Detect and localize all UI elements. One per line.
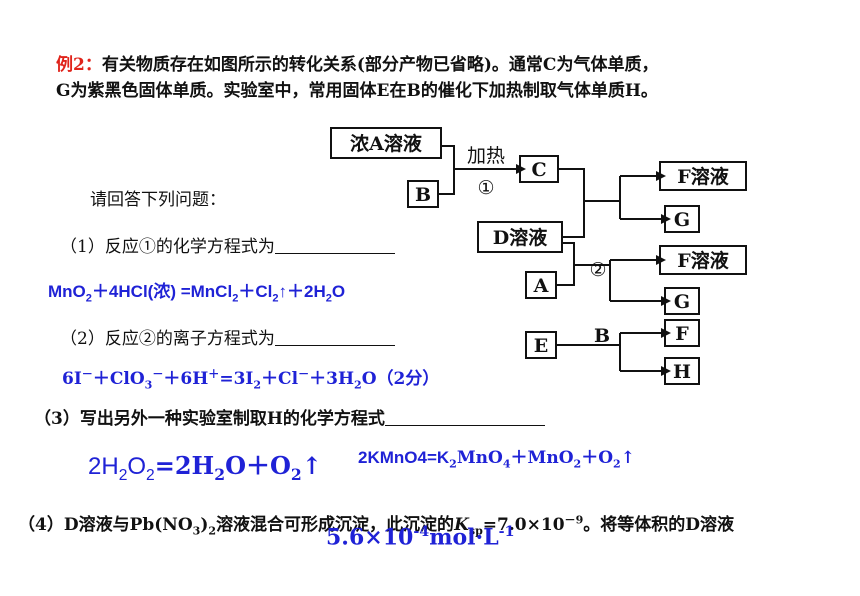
intro-line-2: G为紫黑色固体单质。实验室中，常用固体E在B的催化下加热制取气体单质H。 [56,81,658,101]
question-3: （3）写出另外一种实验室制取H的化学方程式 [34,404,545,429]
example-label: 例2： [56,55,102,75]
label-g-2: G [674,291,690,313]
label-h: H [673,361,691,383]
label-catalyst-b: B [594,325,610,347]
reaction-diagram: 浓A溶液 B 加热 ① C F溶液 G D溶液 ② F溶液 A G E B F … [330,127,747,385]
question-3-text: （3）写出另外一种实验室制取H的化学方程式 [34,409,385,429]
label-f: F [675,323,689,345]
answer-3a: 2H2O2=2H2O＋O2↑ [88,451,322,484]
label-g-1: G [674,209,690,231]
intro-line-1: 例2：有关物质存在如图所示的转化关系(部分产物已省略)。通常C为气体单质， [56,50,658,80]
prompt-text: 请回答下列问题： [90,190,226,210]
label-b: B [415,184,431,206]
answer-1: MnO2＋4HCl(浓) =MnCl2＋Cl2↑＋2H2O [48,282,346,305]
question-1-text: （1）反应①的化学方程式为 [60,237,275,257]
answer-blank-2 [274,327,395,346]
label-a: A [533,275,549,297]
question-2: （2）反应②的离子方程式为 [60,324,395,349]
label-f-solution-1: F溶液 [677,165,729,188]
question-1: （1）反应①的化学方程式为 [60,232,395,257]
answer-3b: 2KMnO4=K2MnO4＋MnO2＋O2↑ [358,448,635,471]
label-f-solution-2: F溶液 [677,249,729,272]
label-c: C [531,159,546,181]
label-circle-1: ① [477,177,494,199]
question-4: （4）D溶液与Pb(NO3)2溶液混合可形成沉淀，此沉淀的Ksp=7.0×10－… [18,513,735,538]
answer-2: 6I－＋ClO3－＋6H＋=3I2＋Cl－＋3H2O（2分） [62,367,440,392]
label-circle-2: ② [589,259,606,281]
answer-4: 5.6×10-4mol·L-1 [326,524,515,551]
question-2-text: （2）反应②的离子方程式为 [60,329,275,349]
answer-blank-3 [384,407,545,426]
label-d-solution: D溶液 [493,226,548,249]
label-e: E [534,335,548,357]
label-heat: 加热 [467,145,505,167]
box-conc-a [330,127,442,159]
answer-blank-1 [274,235,395,254]
intro-text-1: 有关物质存在如图所示的转化关系(部分产物已省略)。通常C为气体单质， [101,55,659,75]
label-conc-a: 浓A溶液 [350,132,423,155]
